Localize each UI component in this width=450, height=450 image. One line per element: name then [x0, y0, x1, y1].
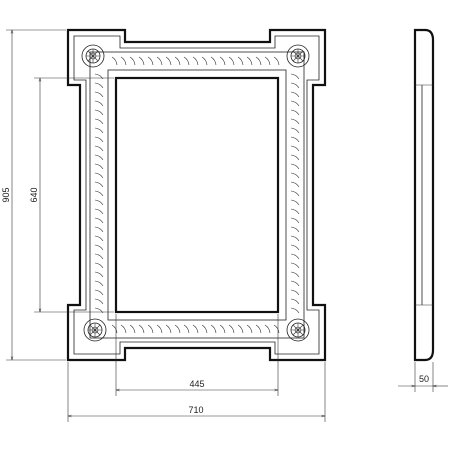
mirror-opening [114, 76, 280, 314]
dim-inner-height: 640 [29, 77, 114, 313]
rosette-bottom-right [286, 318, 310, 342]
rosette-top-left [81, 44, 105, 68]
rosette-bottom-left [83, 318, 107, 342]
dim-label-overall-height: 905 [1, 187, 11, 202]
frame-outer-outline [66, 28, 327, 362]
carved-band-outer [89, 51, 305, 339]
side-view-profile [413, 28, 435, 362]
carved-ornament [94, 56, 300, 334]
dim-depth: 50 [398, 362, 448, 392]
dim-overall-height: 905 [1, 29, 66, 361]
carved-band-inner [107, 69, 287, 321]
frame-inner-border [73, 35, 320, 355]
rosette-top-right [286, 44, 310, 68]
dim-label-inner-width: 445 [189, 379, 204, 389]
dim-label-inner-height: 640 [29, 187, 39, 202]
dim-overall-width: 710 [67, 362, 326, 422]
dim-inner-width: 445 [115, 314, 279, 396]
dim-label-overall-width: 710 [188, 405, 203, 415]
dim-label-depth: 50 [419, 374, 429, 384]
